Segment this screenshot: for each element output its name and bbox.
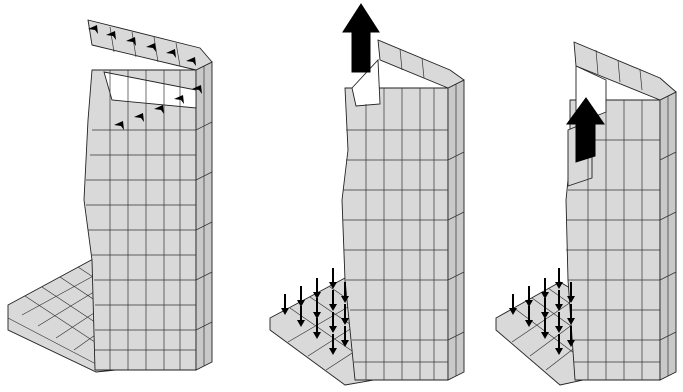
pull-up-arrow-icon: [343, 4, 379, 72]
panel-1-wall-model: [8, 20, 212, 372]
wall-front-face: [342, 88, 448, 380]
panel-2-wall-model: [270, 4, 464, 385]
wall-top-cap: [378, 40, 464, 88]
panel-3-wall-model: [496, 42, 676, 385]
